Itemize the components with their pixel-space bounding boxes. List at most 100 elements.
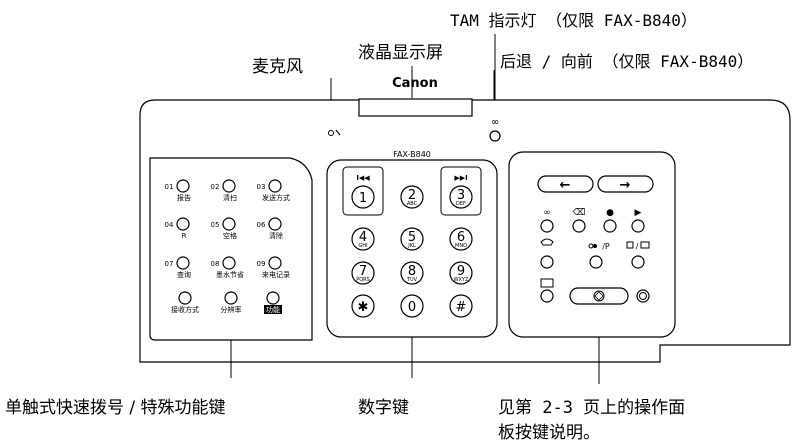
keypad-key-2[interactable] [400, 185, 424, 209]
keypad-key-digit: 7 [359, 264, 367, 279]
one-touch-key-07[interactable] [176, 256, 190, 270]
microphone-icon [335, 129, 341, 136]
tam-icon: ∞ [543, 208, 551, 218]
keypad-key-5[interactable] [400, 227, 424, 251]
one-touch-label: 发送方式 [262, 193, 290, 202]
keypad-key-letters: JKL [407, 243, 416, 249]
callout-microphone: 麦克风 [252, 57, 303, 77]
copy-button[interactable] [540, 289, 554, 303]
one-touch-key-02[interactable] [222, 179, 236, 193]
one-touch-number: 02 [211, 183, 220, 191]
callout-back-forward: 后退 / 向前 （仅限 FAX-B840） [500, 52, 753, 71]
one-touch-key-09[interactable] [268, 256, 282, 270]
keypad-key-12[interactable] [449, 294, 473, 318]
keypad-key-6[interactable] [449, 227, 473, 251]
one-touch-key-05[interactable] [222, 217, 236, 231]
function-key-2[interactable] [266, 291, 280, 305]
copy-icon [540, 278, 554, 288]
one-touch-key-06[interactable] [268, 217, 282, 231]
function-key-label: 功能 [266, 305, 280, 314]
record-icon: ● [606, 208, 614, 218]
one-touch-number: 08 [211, 260, 220, 268]
keypad-key-digit: 3 [457, 188, 465, 203]
brand-logo: Canon [392, 76, 438, 91]
tam-button[interactable] [540, 219, 554, 233]
function-key-1[interactable] [224, 291, 238, 305]
keypad-key-digit: 4 [359, 230, 367, 245]
callout-tam-lamp: TAM 指示灯 （仅限 FAX-B840） [450, 11, 697, 30]
one-touch-key-03[interactable] [268, 179, 282, 193]
callout-numeric: 数字键 [358, 398, 409, 418]
one-touch-key-08[interactable] [222, 256, 236, 270]
left-arrow-icon: ← [560, 178, 571, 193]
one-touch-label: 空格 [223, 231, 237, 240]
callout-see-page-2: 板按键说明。 [498, 423, 600, 443]
keypad-key-letters: PQRS [356, 277, 370, 283]
keypad-key-digit: 1 [359, 191, 367, 206]
coded-dial-button[interactable] [631, 255, 645, 269]
address-book-icon [640, 241, 650, 249]
keypad-key-letters: WXYZ [454, 277, 469, 283]
keypad-key-9[interactable] [449, 261, 473, 285]
keypad-key-8[interactable] [400, 261, 424, 285]
hook-button[interactable] [540, 255, 554, 269]
keypad-key-7[interactable] [351, 261, 375, 285]
one-touch-number: 03 [257, 183, 266, 191]
keypad-key-digit: 8 [408, 264, 416, 279]
keypad-key-letters: DEF [456, 201, 466, 207]
callout-one-touch: 单触式快速拨号 / 特殊功能键 [5, 398, 226, 418]
keypad-key-digit: ✱ [358, 300, 369, 315]
delete-icon: ⌫ [572, 208, 586, 218]
keypad-key-letters: MNO [455, 243, 467, 249]
one-touch-label: 报告 [177, 193, 191, 202]
one-touch-key-01[interactable] [176, 179, 190, 193]
keypad-key-1[interactable] [351, 185, 375, 209]
lcd-window [358, 98, 473, 117]
keypad-key-digit: 6 [457, 230, 465, 245]
keypad-key-digit: 2 [408, 188, 416, 203]
one-touch-key-04[interactable] [176, 217, 190, 231]
one-touch-number: 04 [165, 221, 174, 229]
tam-indicator-icon: ∞ [491, 117, 499, 128]
microphone-hole [328, 130, 334, 136]
delete-button[interactable] [572, 219, 586, 233]
back-button[interactable] [537, 175, 594, 193]
start-diamond-icon [594, 291, 604, 301]
coded-book-separator: / [636, 242, 639, 251]
one-touch-number: 07 [165, 260, 174, 268]
redial-pause-button[interactable] [589, 255, 603, 269]
keypad-key-11[interactable] [400, 294, 424, 318]
stop-button[interactable] [636, 289, 650, 303]
function-label-bg [264, 305, 282, 314]
forward-button[interactable] [597, 175, 654, 193]
play-button[interactable] [631, 219, 645, 233]
hook-icon [540, 238, 554, 246]
one-touch-label: 墨水节省 [216, 270, 244, 279]
one-touch-number: 06 [257, 221, 266, 229]
redial-pause-label: /P [602, 242, 610, 251]
start-button[interactable] [569, 287, 629, 305]
forward-icon: ▶▶I [454, 174, 467, 182]
start-icon [593, 290, 605, 302]
keypad-key-letters: GHI [358, 243, 367, 249]
keypad-key-3[interactable] [449, 185, 473, 209]
one-touch-label: 清除 [269, 231, 283, 240]
one-touch-label: 来电记录 [262, 270, 290, 279]
coded-dial-icon [626, 241, 634, 249]
function-keys: 接收方式分辨率功能 [171, 291, 282, 314]
rewind-icon: I◀◀ [356, 174, 370, 182]
keypad-key-digit: 5 [408, 230, 416, 245]
keypad-key-4[interactable] [351, 227, 375, 251]
function-key-0[interactable] [178, 291, 192, 305]
model-name: FAX-B840 [393, 150, 431, 159]
one-touch-number: 09 [257, 260, 266, 268]
callout-see-page-1: 见第 2-3 页上的操作面 [498, 398, 685, 418]
one-touch-label: R [182, 232, 187, 240]
keypad-key-letters: TUV [406, 277, 418, 283]
one-touch-label: 查询 [177, 270, 191, 279]
record-button[interactable] [603, 219, 617, 233]
one-touch-keys: 01报告02清扫03发送方式04R05空格06清除07查询08墨水节省09来电记… [165, 179, 290, 279]
keypad-key-10[interactable] [351, 294, 375, 318]
